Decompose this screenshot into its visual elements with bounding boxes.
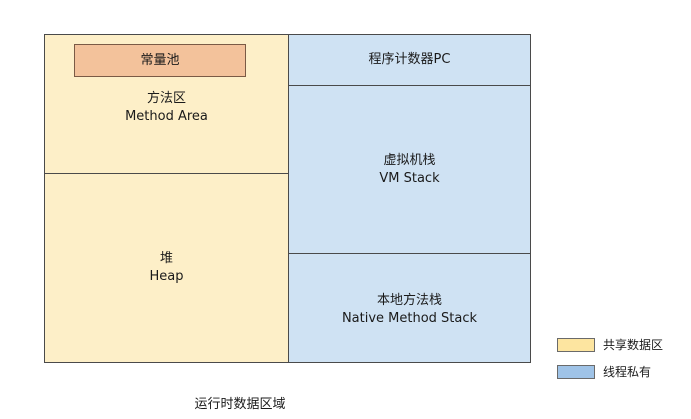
- constant-pool-box: 常量池: [74, 44, 246, 77]
- native-stack-title-en: Native Method Stack: [341, 311, 478, 326]
- vm-stack-title-cn: 虚拟机栈: [383, 153, 436, 168]
- heap-title-cn: 堆: [159, 251, 173, 266]
- native-stack-title-cn: 本地方法栈: [376, 293, 442, 308]
- legend-private-swatch: [557, 364, 595, 379]
- pc-register-title: 程序计数器PC: [368, 52, 451, 67]
- legend-private-label: 线程私有: [603, 365, 652, 379]
- method-area-region: 常量池 方法区 Method Area: [44, 34, 289, 174]
- method-area-title-en: Method Area: [125, 109, 208, 124]
- vm-stack-title-en: VM Stack: [379, 171, 440, 186]
- diagram-caption: 运行时数据区域: [194, 397, 286, 412]
- legend-shared-label: 共享数据区: [603, 338, 664, 352]
- pc-register-region: 程序计数器PC: [288, 34, 531, 86]
- legend-shared: 共享数据区: [557, 336, 663, 353]
- heap-region: 堆 Heap: [44, 173, 289, 363]
- method-area-title-cn: 方法区: [146, 91, 186, 106]
- heap-title-en: Heap: [149, 269, 184, 284]
- vm-stack-region: 虚拟机栈 VM Stack: [288, 85, 531, 254]
- legend-shared-swatch: [557, 337, 595, 352]
- constant-pool-label: 常量池: [140, 52, 180, 68]
- native-method-stack-region: 本地方法栈 Native Method Stack: [288, 253, 531, 363]
- legend-private: 线程私有: [557, 363, 651, 380]
